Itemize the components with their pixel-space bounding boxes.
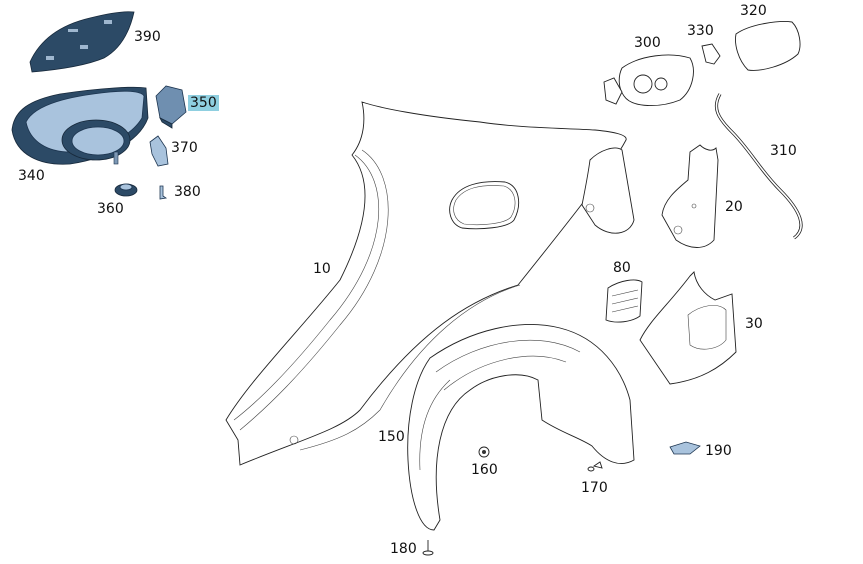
part-20-bracket[interactable]: [661, 144, 719, 248]
part-160-clip[interactable]: [478, 446, 490, 458]
label-370[interactable]: 370: [171, 140, 198, 156]
part-190-clip-nut[interactable]: [669, 441, 701, 455]
part-20-bracket-left: [581, 147, 635, 234]
label-350[interactable]: 350: [188, 95, 219, 111]
label-30[interactable]: 30: [745, 316, 763, 332]
part-320-fuel-flap[interactable]: [735, 21, 801, 71]
label-160[interactable]: 160: [471, 462, 498, 478]
part-360-grommet[interactable]: [114, 183, 138, 197]
part-10-side-panel[interactable]: [225, 101, 627, 466]
label-330[interactable]: 330: [687, 23, 714, 39]
part-80-vent-grille[interactable]: [605, 279, 643, 323]
label-190[interactable]: 190: [705, 443, 732, 459]
part-350-actuator[interactable]: [155, 85, 187, 129]
label-310[interactable]: 310: [770, 143, 797, 159]
part-380-screw[interactable]: [159, 185, 168, 200]
part-30-inner-panel[interactable]: [639, 271, 737, 385]
label-150[interactable]: 150: [378, 429, 405, 445]
part-300-filler-housing[interactable]: [603, 54, 694, 106]
part-330-clip[interactable]: [701, 43, 721, 65]
part-150-wheel-liner[interactable]: [407, 324, 635, 531]
part-310-drain-hose[interactable]: [714, 93, 803, 240]
label-320[interactable]: 320: [740, 3, 767, 19]
label-80[interactable]: 80: [613, 260, 631, 276]
label-390[interactable]: 390: [134, 29, 161, 45]
part-180-clip[interactable]: [422, 540, 434, 556]
label-340[interactable]: 340: [18, 168, 45, 184]
label-380[interactable]: 380: [174, 184, 201, 200]
part-390-cover[interactable]: [29, 11, 135, 73]
part-340-housing[interactable]: [11, 86, 149, 165]
label-180[interactable]: 180: [390, 541, 417, 557]
label-170[interactable]: 170: [581, 480, 608, 496]
part-370-plunger[interactable]: [149, 135, 169, 167]
label-360[interactable]: 360: [97, 201, 124, 217]
label-300[interactable]: 300: [634, 35, 661, 51]
part-170-screw[interactable]: [587, 461, 603, 472]
label-20[interactable]: 20: [725, 199, 743, 215]
label-10[interactable]: 10: [313, 261, 331, 277]
